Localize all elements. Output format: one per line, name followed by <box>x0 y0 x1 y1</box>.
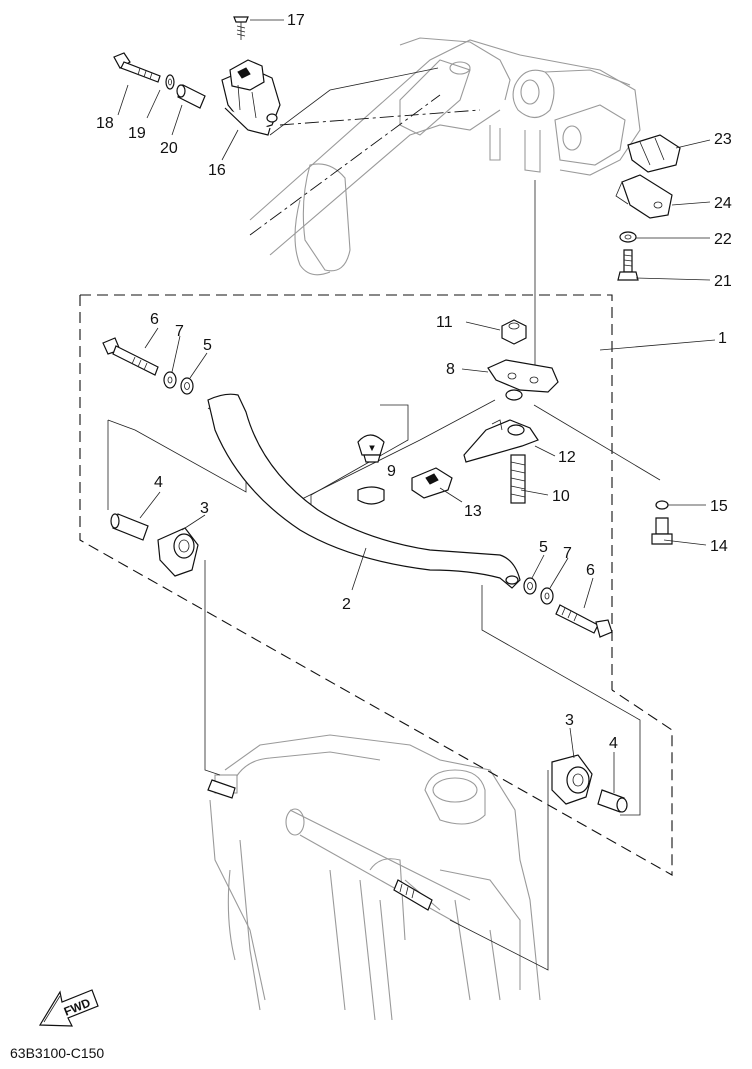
part-3-nut-upper <box>157 527 199 577</box>
part-19-washer <box>165 74 175 90</box>
part-6-bolt-upper <box>102 337 159 376</box>
callout-7-lower: 7 <box>563 545 572 562</box>
diagram-code: 63B3100-C150 <box>10 1045 104 1061</box>
callout-4-upper: 4 <box>154 474 163 491</box>
upper-bracket-casting <box>249 37 641 276</box>
callout-5-lower: 5 <box>539 539 548 556</box>
callout-8: 8 <box>446 361 455 378</box>
callout-17: 17 <box>287 12 305 29</box>
callout-19: 19 <box>128 125 146 142</box>
callout-10: 10 <box>552 488 570 505</box>
part-17-screw <box>233 16 249 40</box>
part-22-washer <box>619 231 637 243</box>
callout-4-lower: 4 <box>609 735 618 752</box>
part-23-switch <box>627 134 681 173</box>
part-8-lever <box>487 359 559 401</box>
callout-18: 18 <box>96 115 114 132</box>
callout-3-upper: 3 <box>200 500 209 517</box>
callout-7-upper: 7 <box>175 323 184 340</box>
callout-12: 12 <box>558 449 576 466</box>
callout-5-upper: 5 <box>203 337 212 354</box>
callout-13: 13 <box>464 503 482 520</box>
part-4-collar-upper <box>110 513 149 541</box>
callout-6-lower: 6 <box>586 562 595 579</box>
part-2-link-rod <box>207 393 521 589</box>
callout-20: 20 <box>160 140 178 157</box>
part-7-lockwasher-lower <box>540 587 554 605</box>
callout-23: 23 <box>714 131 732 148</box>
part-5-washer-upper <box>180 377 194 395</box>
part-21-bolt <box>617 249 639 281</box>
part-24-bracket <box>615 174 673 219</box>
part-11-nut <box>501 319 527 345</box>
callout-2: 2 <box>342 596 351 613</box>
callout-14: 14 <box>710 538 728 555</box>
part-4-collar-lower <box>597 789 628 813</box>
callout-6-upper: 6 <box>150 311 159 328</box>
part-3-nut-lower <box>551 754 593 805</box>
callout-9: 9 <box>387 463 396 480</box>
casting-studs <box>207 779 433 911</box>
part-12-lever <box>463 419 539 463</box>
callout-11: 11 <box>436 314 453 331</box>
part-14-bolt <box>651 517 673 545</box>
part-20-collar <box>176 84 206 109</box>
callout-leaders <box>117 19 711 793</box>
callout-3-lower: 3 <box>565 712 574 729</box>
leader-lines <box>79 67 716 971</box>
part-15-washer <box>655 500 669 510</box>
part-10-stud <box>510 454 526 504</box>
callout-15: 15 <box>710 498 728 515</box>
callout-21: 21 <box>714 273 732 290</box>
part-6-bolt-lower <box>555 604 613 638</box>
callout-24: 24 <box>714 195 732 212</box>
part-7-lockwasher-upper <box>163 371 177 389</box>
part-13-block <box>411 467 453 499</box>
part-9-grommet <box>357 434 385 505</box>
part-16-holder <box>221 59 281 136</box>
fwd-direction-arrow: FWD <box>38 989 99 1027</box>
part-18-bolt <box>113 52 161 83</box>
callout-16: 16 <box>208 162 226 179</box>
callout-1: 1 <box>718 330 727 347</box>
part-5-washer-lower <box>523 577 537 595</box>
callout-22: 22 <box>714 231 732 248</box>
callout-labels: 17 18 19 20 16 23 24 22 21 1 6 7 5 11 8 … <box>96 12 732 752</box>
fwd-label: FWD <box>62 995 93 1018</box>
lower-clamp-bracket-casting <box>209 734 541 1021</box>
